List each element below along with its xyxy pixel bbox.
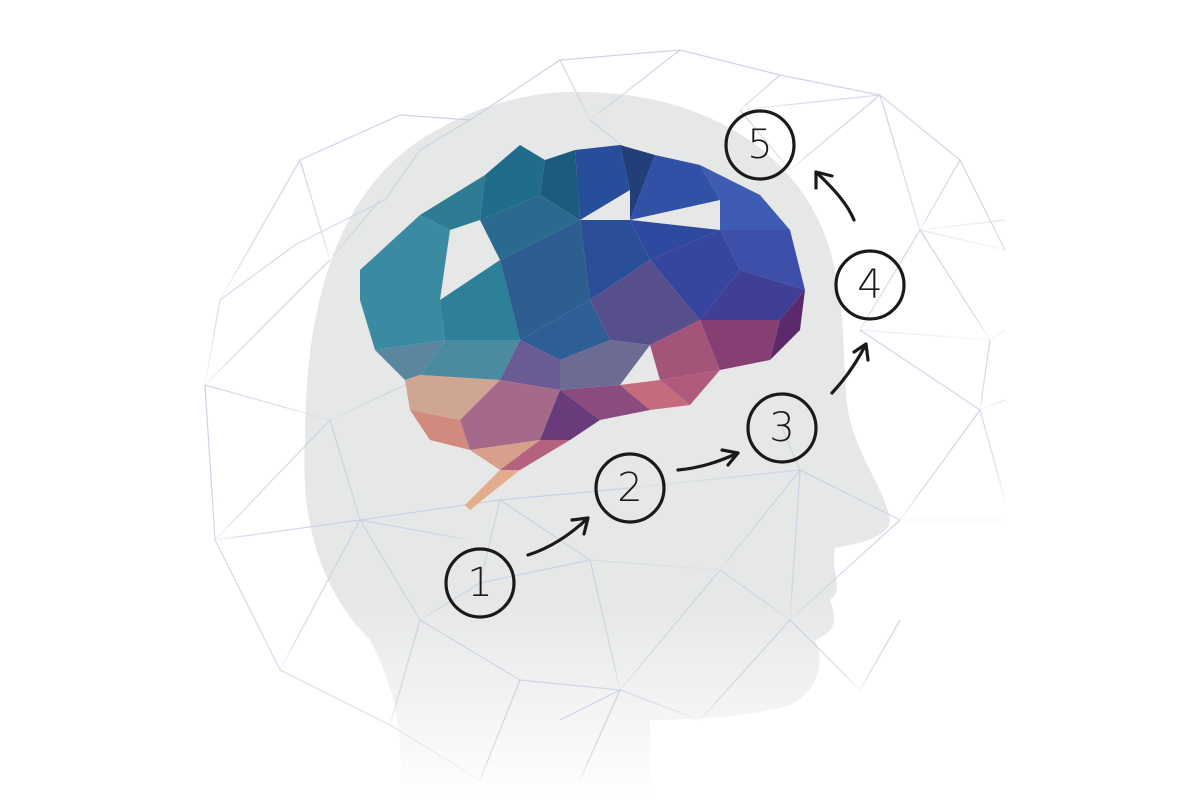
step-circles (444, 109, 906, 619)
step-5-circle (724, 109, 796, 181)
arrow-3-to-4-icon (830, 342, 870, 395)
step-arrows (526, 170, 870, 557)
arrow-4-to-5-icon (814, 170, 856, 222)
step-1-circle (444, 547, 516, 619)
low-poly-brain (360, 145, 805, 510)
arrow-2-to-3-icon (676, 448, 740, 472)
step-3-circle (746, 392, 818, 464)
step-2-circle (594, 452, 666, 524)
mesh-network (204, 49, 1006, 781)
arrow-1-to-2-icon (526, 516, 590, 557)
step-4-circle (834, 249, 906, 321)
